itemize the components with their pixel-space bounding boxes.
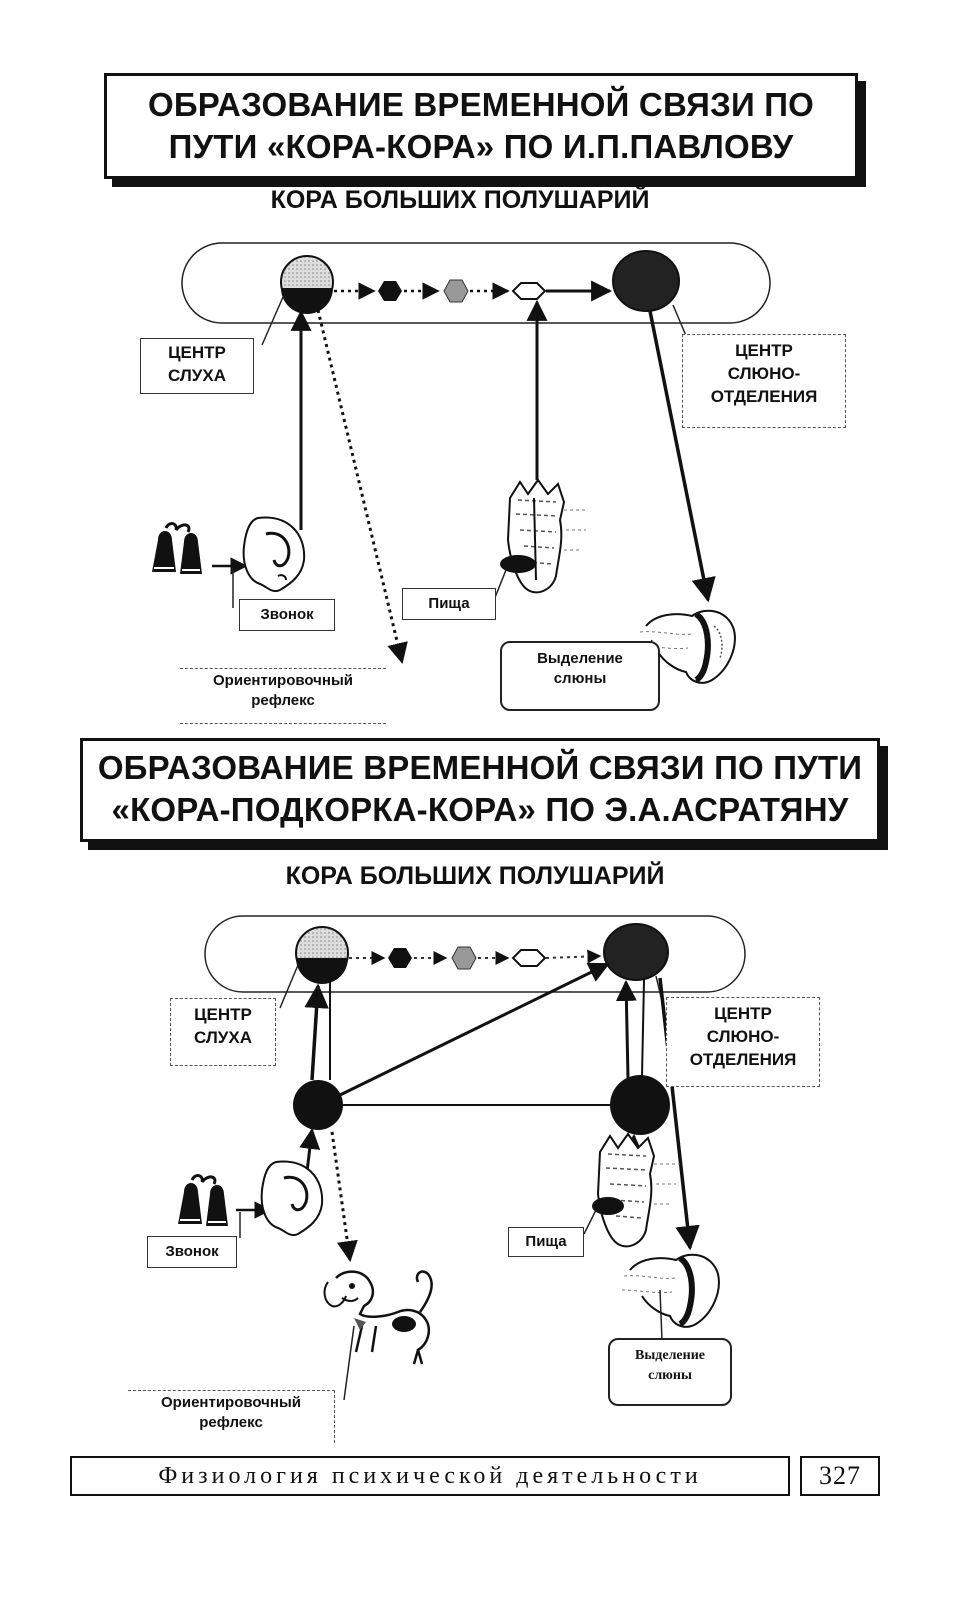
diagram1-hearing-center-label: ЦЕНТР СЛУХА <box>140 338 254 394</box>
diagram1-hearing-center-line1: ЦЕНТР <box>168 343 226 362</box>
diagram1-salivation-center-node <box>612 250 680 312</box>
bell-icon <box>178 1174 228 1226</box>
diagram1-bell-label: Звонок <box>239 599 335 631</box>
tongue-icon <box>592 1132 680 1248</box>
diagram2-link-node-1 <box>388 948 412 968</box>
dog-icon <box>323 1270 433 1365</box>
diagram2-title-line1: ОБРАЗОВАНИЕ ВРЕМЕННОЙ СВЯЗИ ПО ПУТИ <box>97 749 863 786</box>
diagram2-saliva-bubble: Выделение слюны <box>608 1338 732 1406</box>
diagram1-salivation-center-label: ЦЕНТР СЛЮНО- ОТДЕЛЕНИЯ <box>682 334 846 428</box>
diagram1-salivation-center-line1: ЦЕНТР <box>735 341 793 360</box>
diagram2-hearing-center-line2: СЛУХА <box>194 1028 252 1047</box>
diagram1-link-node-3 <box>511 282 547 300</box>
diagram2-salivation-center-line3: ОТДЕЛЕНИЯ <box>689 1050 797 1069</box>
diagram1-saliva-line1: Выделение <box>537 650 623 667</box>
diagram2-orienting-line2: рефлекс <box>199 1414 263 1431</box>
salivary-gland-icon <box>637 609 736 684</box>
diagram1-food-label: Пища <box>402 588 496 620</box>
footer-book-title: Физиология психической деятельности <box>70 1456 790 1496</box>
diagram2-link-node-2 <box>451 946 477 970</box>
diagram1-saliva-bubble: Выделение слюны <box>500 641 660 711</box>
diagram2-saliva-line1: Выделение <box>635 1348 705 1363</box>
diagram2-salivation-center-label: ЦЕНТР СЛЮНО- ОТДЕЛЕНИЯ <box>666 997 820 1087</box>
diagram1-title-line1: ОБРАЗОВАНИЕ ВРЕМЕННОЙ СВЯЗИ ПО <box>147 86 815 123</box>
diagram2-title: ОБРАЗОВАНИЕ ВРЕМЕННОЙ СВЯЗИ ПО ПУТИ «КОР… <box>80 738 880 842</box>
diagram1-title-line2: ПУТИ «КОРА-КОРА» ПО И.П.ПАВЛОВУ <box>168 128 794 165</box>
ear-icon <box>242 516 306 593</box>
diagram2-orienting-line1: Ориентировочный <box>161 1394 301 1411</box>
diagram1-cortex-label: КОРА БОЛЬШИХ ПОЛУШАРИЙ <box>270 186 650 214</box>
diagram1-hearing-center-node <box>280 255 334 314</box>
diagram1-title: ОБРАЗОВАНИЕ ВРЕМЕННОЙ СВЯЗИ ПО ПУТИ «КОР… <box>104 73 858 179</box>
ear-icon <box>260 1160 324 1237</box>
diagram2-salivation-center-line1: ЦЕНТР <box>714 1004 772 1023</box>
diagram2-link-node-3 <box>511 949 547 967</box>
tongue-icon <box>500 478 588 594</box>
bell-icon <box>152 522 202 574</box>
diagram2-cortex-capsule <box>204 915 746 993</box>
diagram2-bell-label: Звонок <box>147 1236 237 1268</box>
diagram1-salivation-center-line2: СЛЮНО- <box>727 364 801 383</box>
diagram2-hearing-center-line1: ЦЕНТР <box>194 1005 252 1024</box>
diagram2-hearing-center-node <box>295 926 349 984</box>
salivary-gland-icon <box>621 1253 720 1328</box>
diagram1-link-node-1 <box>378 281 402 301</box>
diagram2-saliva-line2: слюны <box>648 1368 692 1383</box>
diagram2-salivation-center-line2: СЛЮНО- <box>706 1027 780 1046</box>
diagram1-link-node-2 <box>443 279 469 303</box>
diagram2-hearing-center-label: ЦЕНТР СЛУХА <box>170 998 276 1066</box>
diagram2-subcortex-node-right <box>610 1075 670 1135</box>
diagram1-orienting-line1: Ориентировочный <box>213 672 353 689</box>
diagram2-orienting-reflex-label: Ориентировочный рефлекс <box>128 1390 335 1443</box>
diagram1-saliva-line2: слюны <box>553 670 607 687</box>
diagram1-orienting-reflex-label: Ориентировочный рефлекс <box>180 668 386 724</box>
diagram2-food-label: Пища <box>508 1227 584 1257</box>
diagram2-subcortex-node-left <box>293 1080 343 1130</box>
diagram1-orienting-line2: рефлекс <box>251 692 315 709</box>
diagram2-title-line2: «КОРА-ПОДКОРКА-КОРА» ПО Э.А.АСРАТЯНУ <box>111 791 849 828</box>
diagram2-salivation-center-node <box>603 923 669 981</box>
diagram1-salivation-center-line3: ОТДЕЛЕНИЯ <box>710 387 818 406</box>
footer-page-number: 327 <box>800 1456 880 1496</box>
diagram2-cortex-label: КОРА БОЛЬШИХ ПОЛУШАРИЙ <box>285 862 665 890</box>
diagram1-hearing-center-line2: СЛУХА <box>168 366 226 385</box>
diagram1-cortex-capsule <box>181 242 771 324</box>
